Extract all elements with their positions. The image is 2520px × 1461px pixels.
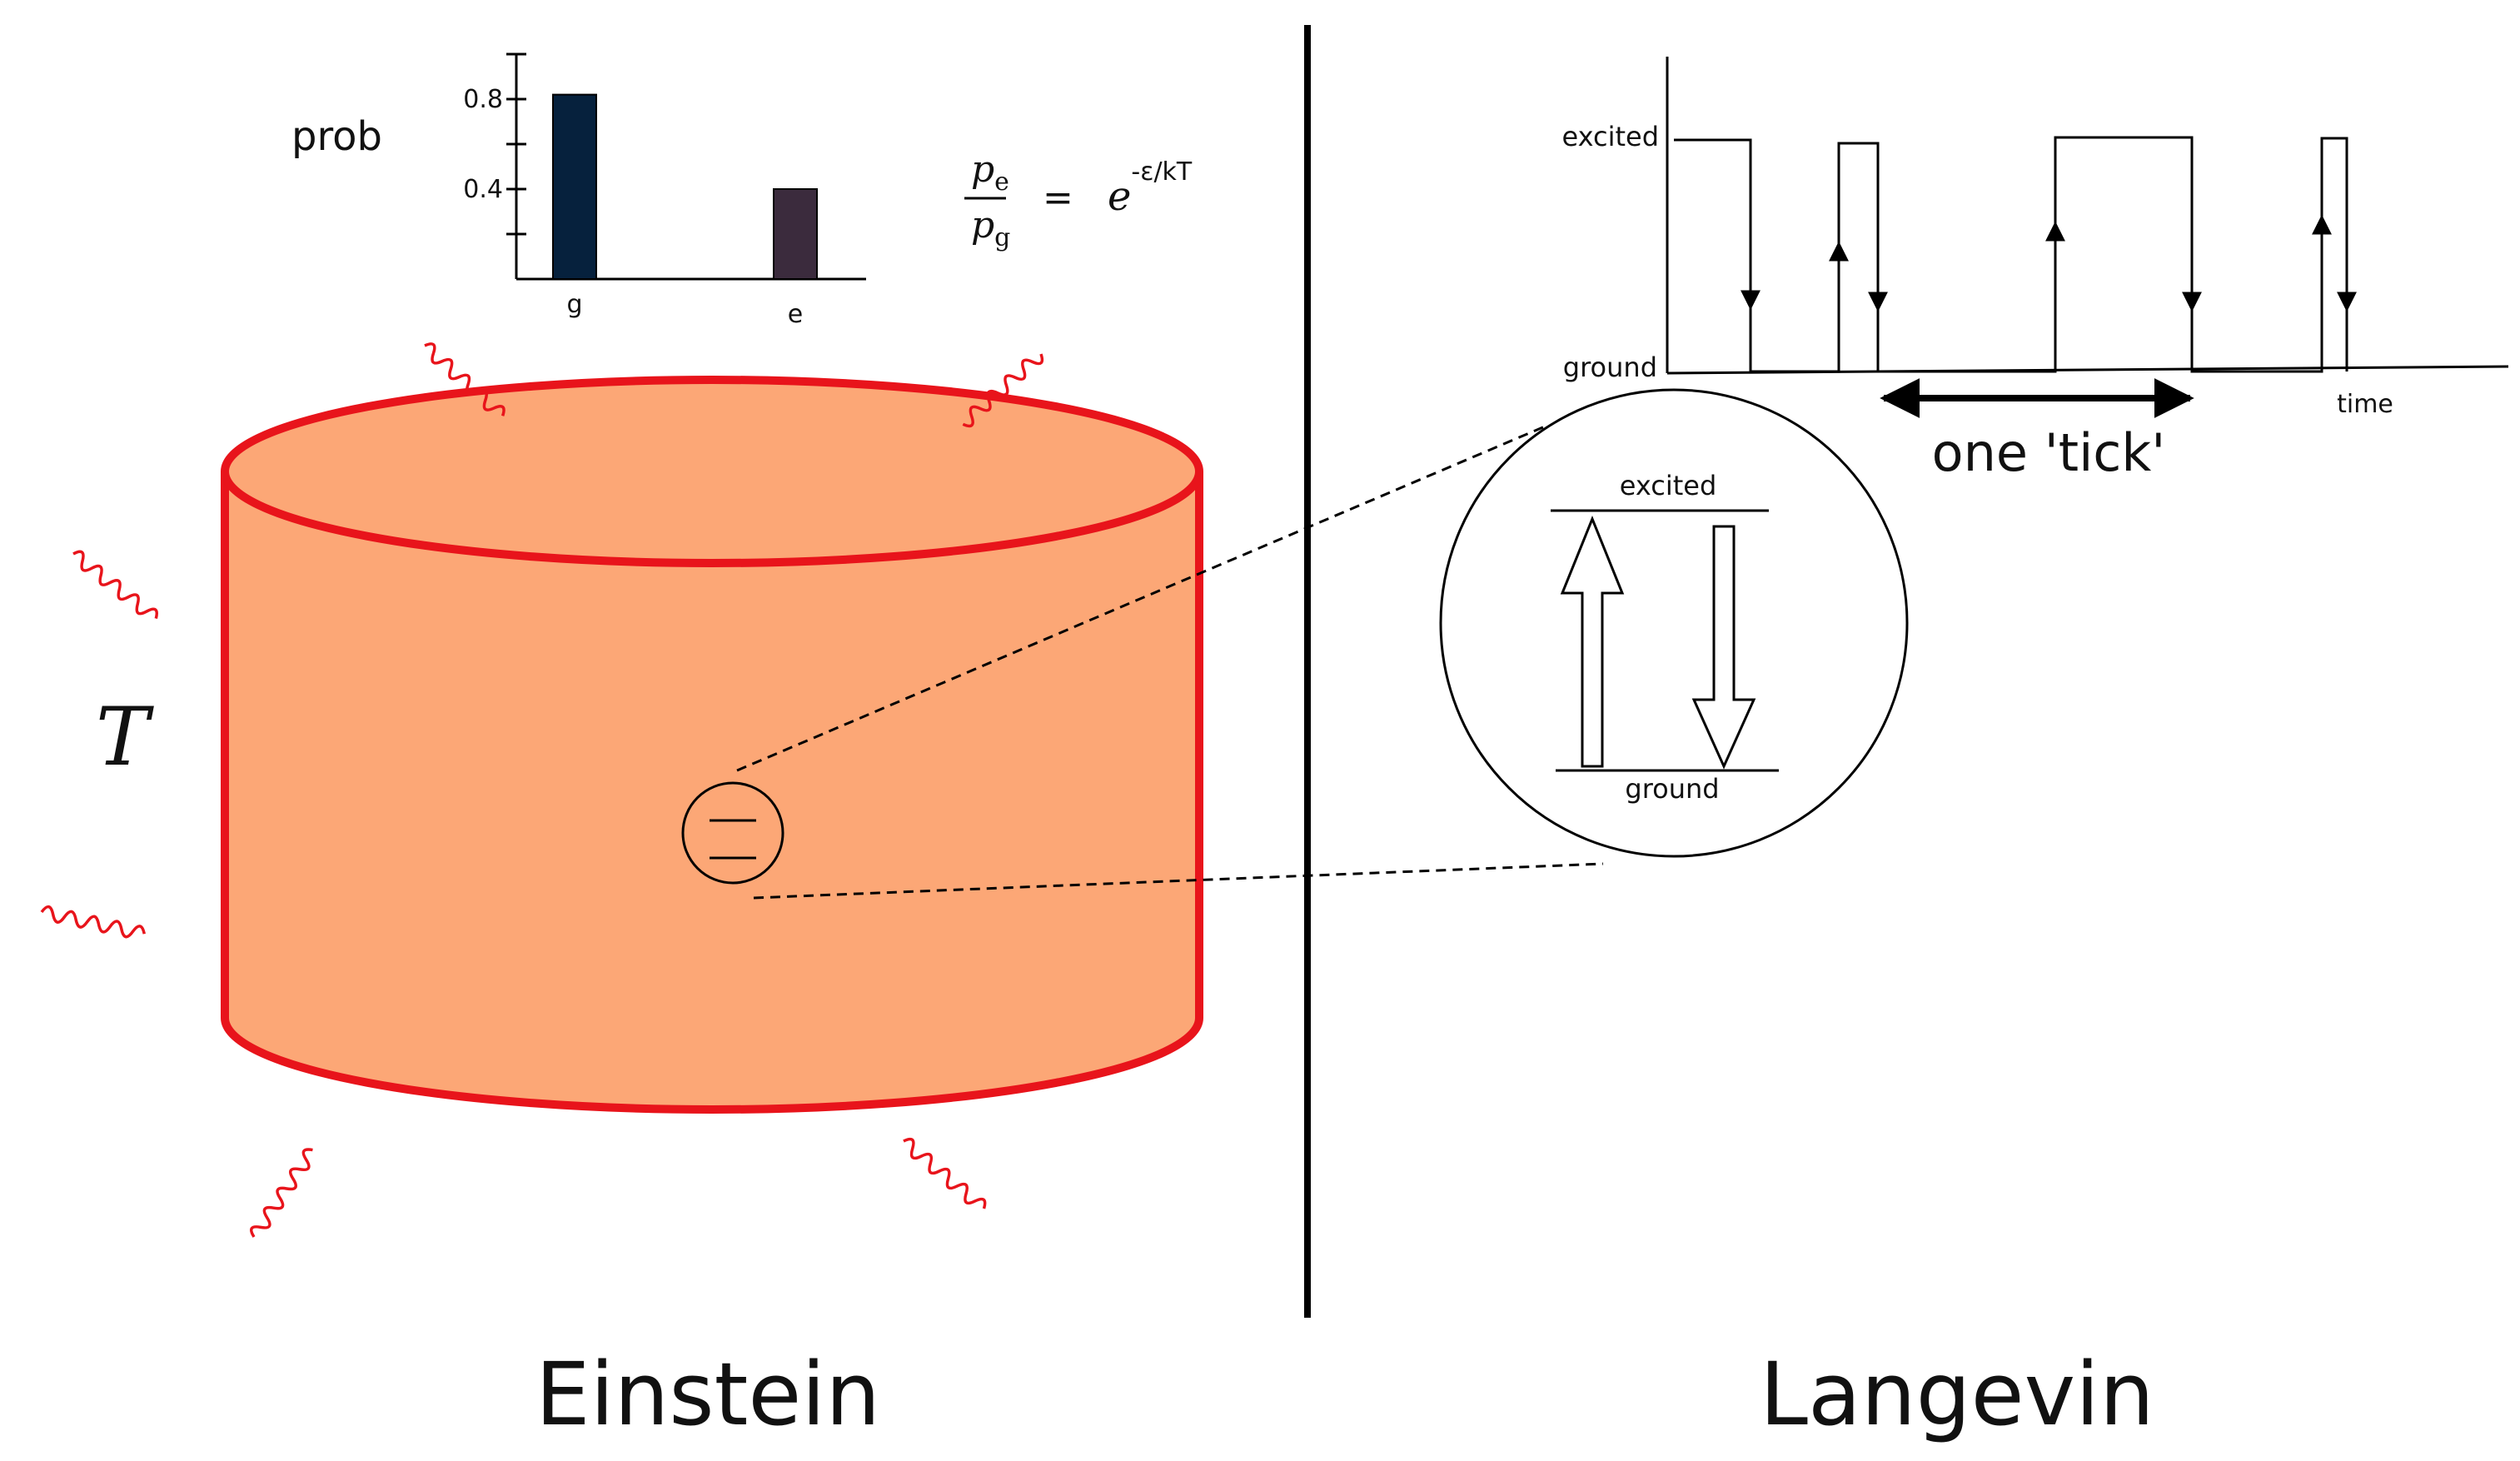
zoom-guide-upper xyxy=(736,425,1546,772)
eq-equals: = xyxy=(1043,177,1073,219)
eq-rhs: e-ε/kT xyxy=(1108,157,1193,220)
heat-wave xyxy=(72,550,158,620)
zoom-guide-lower xyxy=(753,862,1604,900)
zoom-label-excited: excited xyxy=(1620,470,1717,501)
zoom-circle: excited ground xyxy=(1439,388,1909,858)
chart-category-label: g xyxy=(566,290,582,319)
eq-denominator: pg xyxy=(971,204,1010,252)
cylinder-bottom-edge xyxy=(221,1017,1203,1114)
trace-label-ground: ground xyxy=(1563,352,1657,383)
atom-symbol xyxy=(681,781,784,885)
trace-signal xyxy=(1674,136,2348,373)
transition-arrows xyxy=(1741,214,2357,312)
chart-category-label: e xyxy=(788,300,803,329)
chart-ticks: 0.4 0.8 xyxy=(463,52,526,236)
heat-wave xyxy=(249,1148,313,1238)
chart-ytick-label: 0.4 xyxy=(463,175,503,204)
trace-label-time: time xyxy=(2337,390,2393,419)
chart-bar-g xyxy=(552,93,597,280)
telegraph-trace: excited ground time one 'tick' xyxy=(1561,57,2509,483)
heat-bath-cylinder xyxy=(221,376,1203,1114)
heat-wave xyxy=(40,905,146,939)
heat-waves xyxy=(40,342,1044,1238)
chart-ytick-label: 0.8 xyxy=(463,85,503,114)
boltzmann-equation: pe pg = e-ε/kT xyxy=(964,148,1193,252)
heat-wave xyxy=(424,342,505,416)
tick-span-label: one 'tick' xyxy=(1932,422,2166,483)
trace-label-excited: excited xyxy=(1561,121,1659,152)
heat-wave xyxy=(903,1137,987,1209)
chart-bar-e xyxy=(773,188,818,280)
chart-ylabel: prob xyxy=(291,113,382,160)
langevin-title: Langevin xyxy=(1760,1344,2154,1445)
einstein-title: Einstein xyxy=(535,1344,880,1445)
heat-wave xyxy=(962,353,1044,428)
absorption-arrow xyxy=(1560,515,1625,768)
zoom-label-ground: ground xyxy=(1625,773,1719,805)
cylinder-top-ellipse xyxy=(221,376,1203,567)
temperature-symbol: T xyxy=(96,691,154,784)
emission-arrow xyxy=(1691,525,1756,770)
eq-numerator: pe xyxy=(971,148,1009,197)
